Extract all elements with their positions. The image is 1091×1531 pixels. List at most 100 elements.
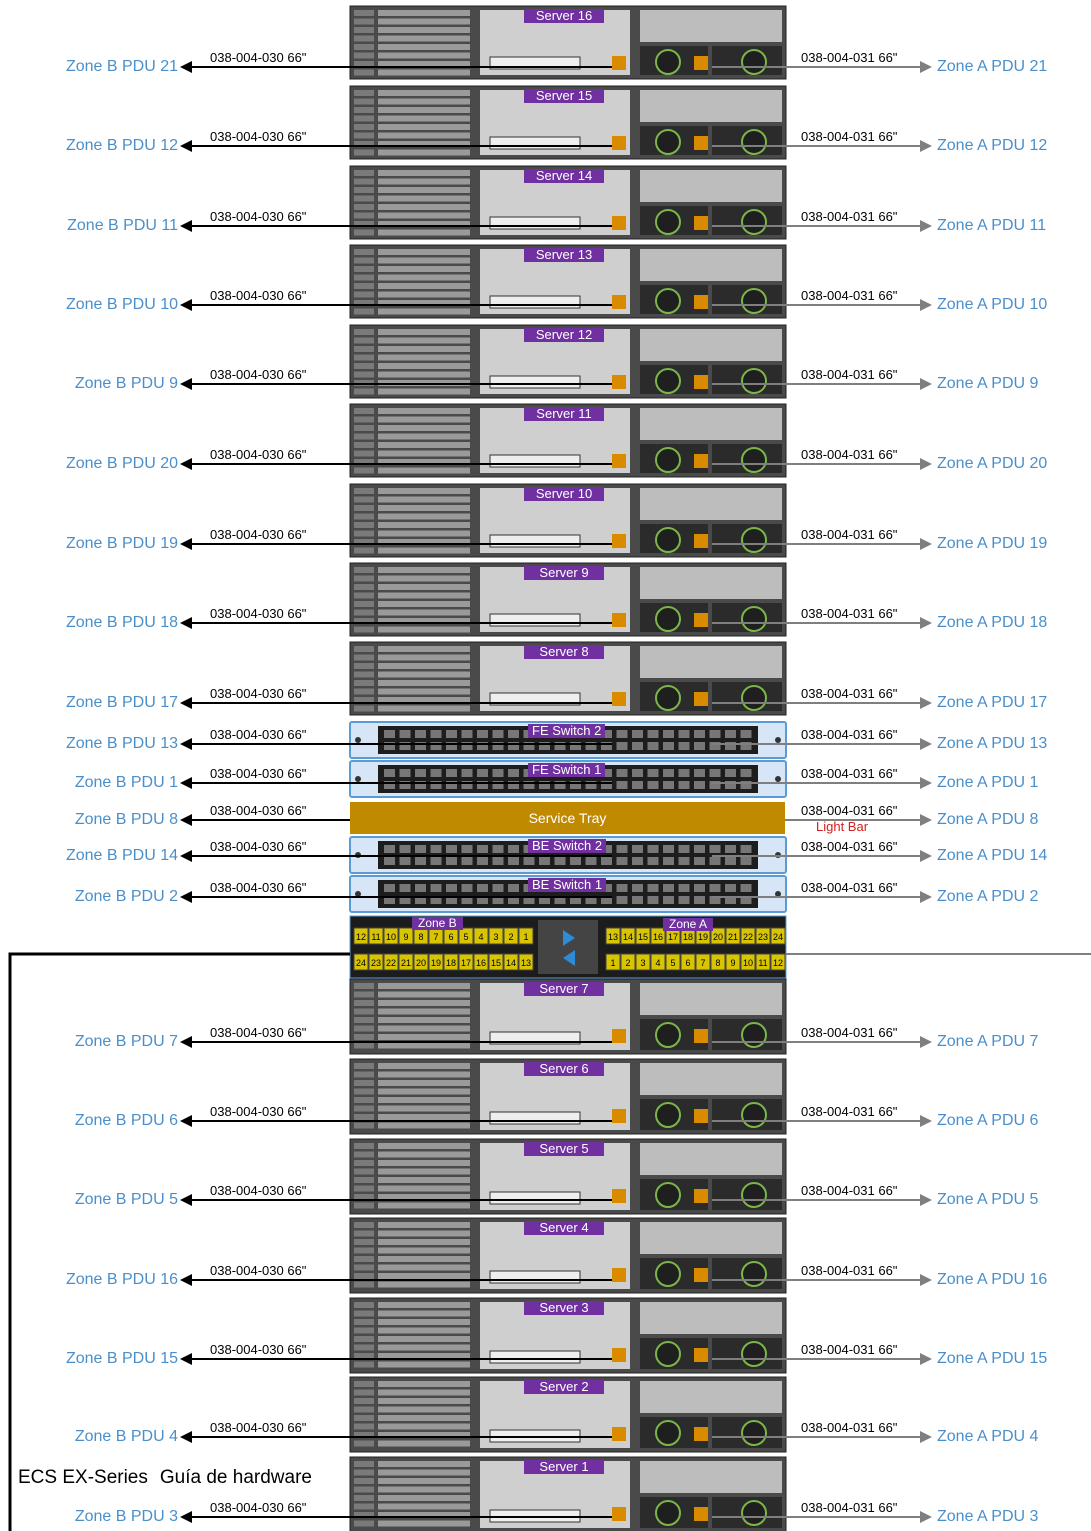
zone-a-pdu-label: Zone A PDU 6 xyxy=(937,1111,1038,1131)
panel-controller xyxy=(538,920,598,974)
switch-port xyxy=(431,769,442,777)
zone-b-pdu-label: Zone B PDU 4 xyxy=(0,1427,178,1447)
vent-row xyxy=(354,680,374,686)
vent-row xyxy=(354,1495,374,1501)
zone-a-arrowhead xyxy=(920,1353,932,1365)
zone-b-arrowhead xyxy=(180,1353,192,1365)
vent-row xyxy=(354,372,374,378)
vent-row xyxy=(354,1319,374,1325)
zone-b-arrowhead xyxy=(180,1274,192,1286)
power-inlet xyxy=(694,1348,708,1362)
vent-row xyxy=(378,1114,470,1120)
server-label: Server 7 xyxy=(524,982,604,996)
switch-port xyxy=(663,896,674,904)
vent-row xyxy=(354,584,374,590)
vent-row xyxy=(378,434,470,440)
power-inlet xyxy=(612,613,626,627)
vent-row xyxy=(378,1000,470,1006)
zone-b-arrowhead xyxy=(180,850,192,862)
server-label: Server 13 xyxy=(524,248,604,262)
power-inlet xyxy=(694,136,708,150)
switch-port xyxy=(725,845,736,853)
switch-port xyxy=(679,742,690,750)
switch-port xyxy=(648,781,659,789)
vent-row xyxy=(378,442,470,448)
vent-row xyxy=(378,1521,470,1527)
panel-zone-a-label: Zone A xyxy=(663,918,713,931)
server-label: Server 16 xyxy=(524,9,604,23)
zone-a-arrowhead xyxy=(920,299,932,311)
pcie-slots xyxy=(640,1143,782,1175)
panel-outlet-number: 3 xyxy=(640,958,645,968)
switch-port xyxy=(679,781,690,789)
vent-row xyxy=(378,1231,470,1237)
zone-b-cable-part-number: 038-004-030 66" xyxy=(210,1501,306,1515)
switch-label: BE Switch 2 xyxy=(528,839,606,853)
footer-title: Guía de hardware xyxy=(160,1467,312,1488)
psu-fan xyxy=(656,1501,680,1525)
vent-row xyxy=(354,1063,374,1069)
psu-fan xyxy=(742,1103,766,1127)
power-inlet xyxy=(612,1268,626,1282)
zone-b-pdu-label: Zone B PDU 16 xyxy=(0,1270,178,1290)
server-label: Server 14 xyxy=(524,169,604,183)
vent-row xyxy=(378,170,470,176)
vent-row xyxy=(354,230,374,236)
switch-port xyxy=(493,884,504,892)
psu-fan xyxy=(656,1342,680,1366)
zone-b-pdu-label: Zone B PDU 12 xyxy=(0,136,178,156)
power-inlet xyxy=(694,1268,708,1282)
vent-row xyxy=(378,1319,470,1325)
panel-outlet-number: 6 xyxy=(448,932,453,942)
vent-row xyxy=(378,389,470,395)
switch-port xyxy=(601,857,612,865)
zone-b-arrowhead xyxy=(180,1431,192,1443)
psu-fan xyxy=(742,369,766,393)
zone-a-cable-part-number: 038-004-031 66" xyxy=(801,51,897,65)
vent-row xyxy=(354,44,374,50)
vent-row xyxy=(378,1169,470,1175)
switch-port xyxy=(493,769,504,777)
vent-row xyxy=(378,133,470,139)
zone-b-arrowhead xyxy=(180,891,192,903)
vent-row xyxy=(378,610,470,616)
switch-port xyxy=(710,769,721,777)
panel-zone-b-label: Zone B xyxy=(412,917,463,930)
vent-row xyxy=(354,1381,374,1387)
switch-port xyxy=(446,884,457,892)
zone-b-cable-part-number: 038-004-030 66" xyxy=(210,1026,306,1040)
zone-b-cable-part-number: 038-004-030 66" xyxy=(210,1105,306,1119)
zone-b-cable-part-number: 038-004-030 66" xyxy=(210,728,306,742)
vent-row xyxy=(378,1265,470,1271)
zone-a-pdu-label: Zone A PDU 19 xyxy=(937,534,1047,554)
vent-row xyxy=(378,27,470,33)
panel-outlet-number: 22 xyxy=(386,958,396,968)
vent-row xyxy=(378,1362,470,1368)
zone-b-cable-part-number: 038-004-030 66" xyxy=(210,289,306,303)
vent-row xyxy=(378,1080,470,1086)
vent-row xyxy=(354,389,374,395)
zone-a-cable-part-number: 038-004-031 66" xyxy=(801,1105,897,1119)
zone-a-arrowhead xyxy=(920,697,932,709)
zone-b-pdu-label: Zone B PDU 7 xyxy=(0,1032,178,1052)
switch-port xyxy=(384,845,395,853)
pcie-slots xyxy=(640,408,782,440)
vent-row xyxy=(378,646,470,652)
rack-ear-screw xyxy=(775,737,781,743)
zone-a-cable-part-number: 038-004-031 66" xyxy=(801,804,897,818)
power-inlet xyxy=(612,692,626,706)
zone-a-pdu-label: Zone A PDU 16 xyxy=(937,1270,1047,1290)
vent-row xyxy=(354,346,374,352)
vent-row xyxy=(378,1152,470,1158)
zone-b-cable-part-number: 038-004-030 66" xyxy=(210,210,306,224)
switch-port xyxy=(694,781,705,789)
vent-row xyxy=(354,514,374,520)
switch-port xyxy=(415,857,426,865)
switch-port xyxy=(477,857,488,865)
server-label: Server 8 xyxy=(524,645,604,659)
switch-port xyxy=(446,845,457,853)
switch-port xyxy=(710,730,721,738)
psu-fan xyxy=(742,50,766,74)
vent-row xyxy=(354,1106,374,1112)
zone-b-arrowhead xyxy=(180,220,192,232)
